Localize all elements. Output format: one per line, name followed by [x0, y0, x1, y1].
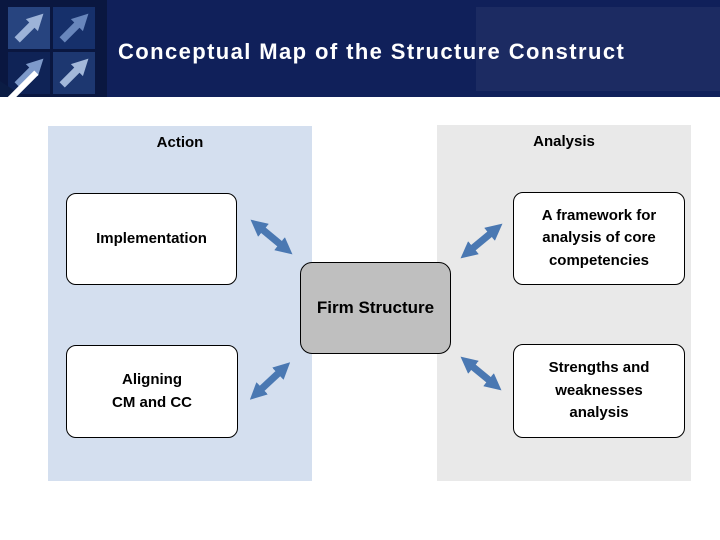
analysis-panel-heading: Analysis — [533, 133, 595, 150]
action-panel-heading: Action — [156, 134, 204, 151]
ne-arrow-icon — [8, 52, 50, 94]
slide-title: Conceptual Map of the Structure Construc… — [118, 39, 626, 64]
framework-box: A framework for analysis of core compete… — [513, 192, 685, 285]
aligning-label: Aligning CM and CC — [112, 371, 192, 411]
ne-arrow-icon — [53, 52, 95, 94]
company-logo — [0, 0, 107, 97]
implementation-box: Implementation — [66, 193, 237, 285]
aligning-box: Aligning CM and CC — [66, 345, 238, 438]
firm-structure-label: Firm Structure — [316, 298, 435, 318]
ne-arrow-icon — [53, 7, 95, 49]
firm-structure-box: Firm Structure — [300, 262, 451, 354]
header-bar: Conceptual Map of the Structure Construc… — [0, 0, 720, 97]
ne-arrow-icon — [8, 7, 50, 49]
strengths-box: Strengths and weaknesses analysis — [513, 344, 685, 438]
strengths-label: Strengths and weaknesses analysis — [548, 359, 650, 422]
framework-label: A framework for analysis of core compete… — [541, 206, 657, 269]
implementation-label: Implementation — [96, 229, 207, 247]
header-sheen — [476, 7, 720, 91]
